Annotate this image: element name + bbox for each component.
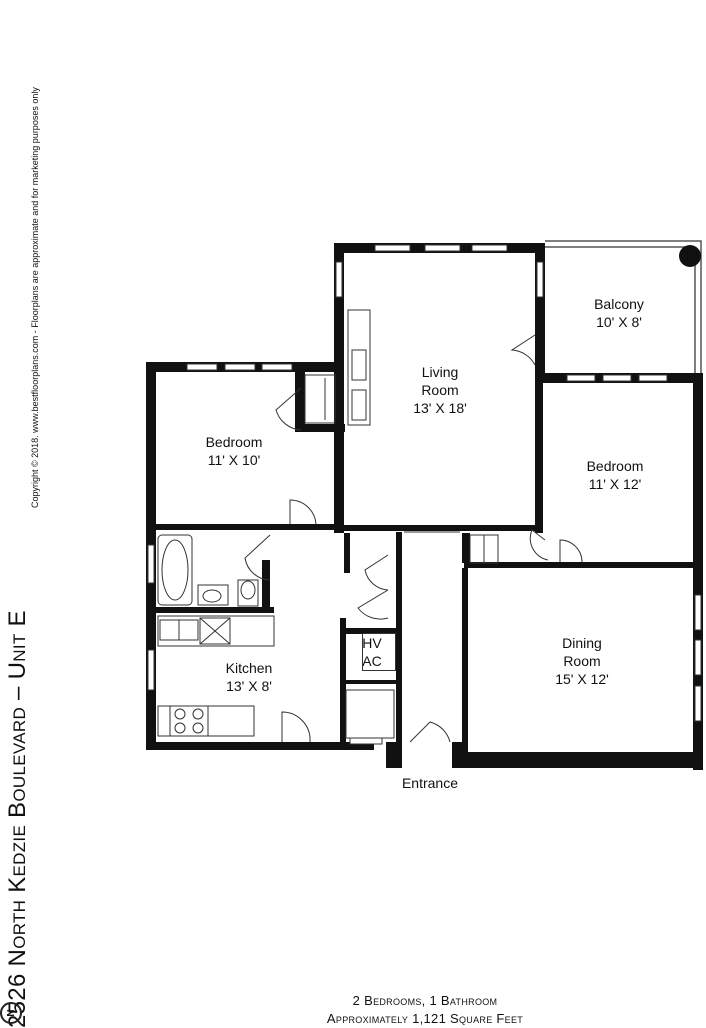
room-label-living: Living Room 13' X 18'	[370, 363, 510, 417]
hvac-label: HV AC	[302, 634, 442, 670]
wall	[305, 424, 345, 432]
wall	[156, 607, 274, 613]
room-label-balcony: Balcony 10' X 8'	[549, 295, 689, 331]
hvac-text: HV	[362, 635, 382, 651]
room-size: 13' X 8'	[226, 678, 272, 694]
room-name: Bedroom	[205, 434, 263, 450]
room-name: Dining	[562, 635, 602, 651]
window	[424, 244, 461, 252]
room-size: 11' X 12'	[588, 476, 642, 492]
wall	[535, 373, 543, 533]
balcony-post	[679, 245, 701, 267]
room-label-bedroom-left: Bedroom 11' X 10'	[164, 433, 304, 469]
wall	[344, 525, 539, 531]
wall	[693, 373, 703, 770]
wall	[146, 742, 374, 750]
window	[694, 639, 702, 676]
wall	[334, 243, 344, 533]
copyright-notice: Copyright © 2018. www.bestfloorplans.com…	[30, 87, 40, 508]
room-name: Bedroom	[586, 458, 644, 474]
door-swing	[289, 499, 317, 525]
living-built-in	[347, 309, 371, 426]
room-label-kitchen: Kitchen 13' X 8'	[179, 659, 319, 695]
window	[186, 363, 218, 371]
wall	[295, 372, 305, 432]
door-swing	[559, 539, 583, 563]
room-size: 11' X 10'	[207, 452, 261, 468]
wall	[464, 752, 703, 768]
wall	[396, 532, 402, 752]
wall	[262, 560, 270, 610]
kitchen-counter-bottom	[157, 705, 255, 737]
property-title-text: 2526 North Kedzie Boulevard – Unit E	[4, 610, 31, 1028]
wall	[346, 680, 396, 684]
room-name: Balcony	[594, 296, 644, 312]
room-name: Kitchen	[225, 660, 273, 676]
wall	[464, 562, 703, 568]
door-swing	[357, 589, 389, 620]
wall	[462, 568, 468, 748]
wall	[340, 618, 346, 748]
toilet	[237, 579, 259, 607]
window	[147, 544, 155, 584]
balcony-railing	[545, 240, 702, 373]
bathtub	[157, 534, 193, 606]
north-label: N	[5, 1009, 17, 1017]
stove	[169, 705, 209, 737]
door-swing	[244, 534, 271, 581]
room-name: Living	[421, 364, 459, 380]
wall	[156, 524, 334, 530]
hvac-text: AC	[362, 653, 382, 669]
window	[349, 737, 383, 745]
room-size: 10' X 8'	[596, 314, 642, 330]
room-label-bedroom-right: Bedroom 11' X 12'	[545, 457, 685, 493]
door-swing	[275, 387, 302, 431]
north-arrow-icon: N	[0, 1002, 22, 1024]
wall	[344, 533, 350, 573]
hvac-box	[362, 633, 396, 671]
window	[638, 374, 668, 382]
fridge	[345, 689, 395, 739]
wall	[346, 628, 396, 634]
room-size: 15' X 12'	[555, 671, 609, 687]
entrance-label: Entrance	[401, 775, 459, 791]
window	[694, 685, 702, 722]
window	[602, 374, 632, 382]
window	[147, 649, 155, 691]
window	[335, 261, 343, 298]
room-name: Room	[421, 382, 459, 398]
room-label-dining: Dining Room 15' X 12'	[512, 634, 652, 688]
door-swing	[529, 529, 549, 561]
kitchen-counter	[157, 615, 275, 647]
window	[536, 261, 544, 298]
room-name: Room	[563, 653, 601, 669]
room-size: 13' X 18'	[413, 400, 467, 416]
door-swing	[409, 721, 451, 743]
door-swing	[510, 334, 536, 366]
summary-square-feet: Approximately 1,121 Square Feet	[326, 1011, 524, 1026]
wall	[462, 533, 470, 563]
door-swing	[281, 711, 311, 743]
window	[374, 244, 411, 252]
window	[471, 244, 508, 252]
door-swing	[364, 554, 389, 591]
window	[694, 594, 702, 631]
window	[261, 363, 293, 371]
closet	[304, 374, 336, 424]
window	[224, 363, 256, 371]
bathroom-sink	[197, 584, 229, 606]
summary-bedrooms: 2 Bedrooms, 1 Bathroom	[352, 993, 498, 1008]
wall	[535, 243, 545, 373]
window	[566, 374, 596, 382]
